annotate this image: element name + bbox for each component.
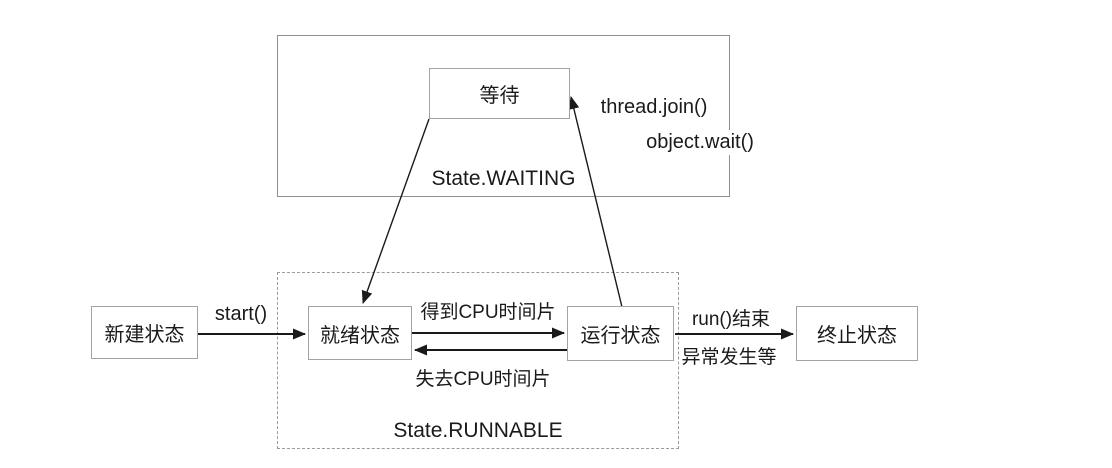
edge-label-gain-cpu: 得到CPU时间片 [420,302,556,323]
waiting-group-label: State.WAITING [431,167,576,190]
node-ready-state: 就绪状态 [308,306,412,360]
edge-label-lose-cpu: 失去CPU时间片 [415,369,551,390]
node-terminated-state: 终止状态 [796,306,918,361]
edge-label-thread-join: thread.join() [600,96,708,118]
node-new-state: 新建状态 [91,306,198,359]
arrow-waiting-to-ready [361,118,430,304]
node-ready-state-label: 就绪状态 [320,324,400,347]
node-running-state-label: 运行状态 [580,325,661,347]
node-running-state: 运行状态 [567,306,674,361]
edge-label-exception: 异常发生等 [681,347,777,368]
node-terminated-state-label: 终止状态 [817,325,897,347]
edge-label-run-finish: run()结束 [691,309,771,330]
node-waiting-label: 等待 [479,85,520,107]
arrow-running-to-waiting [568,96,623,308]
edge-label-object-wait: object.wait() [638,130,762,155]
runnable-group-label: State.RUNNABLE [393,419,563,442]
runnable-group-box: State.RUNNABLE [277,272,679,449]
waiting-group-box: State.WAITING [277,35,730,197]
node-waiting: 等待 [429,68,570,119]
node-new-state-label: 新建状态 [104,324,185,346]
edge-label-start: start() [214,303,268,325]
